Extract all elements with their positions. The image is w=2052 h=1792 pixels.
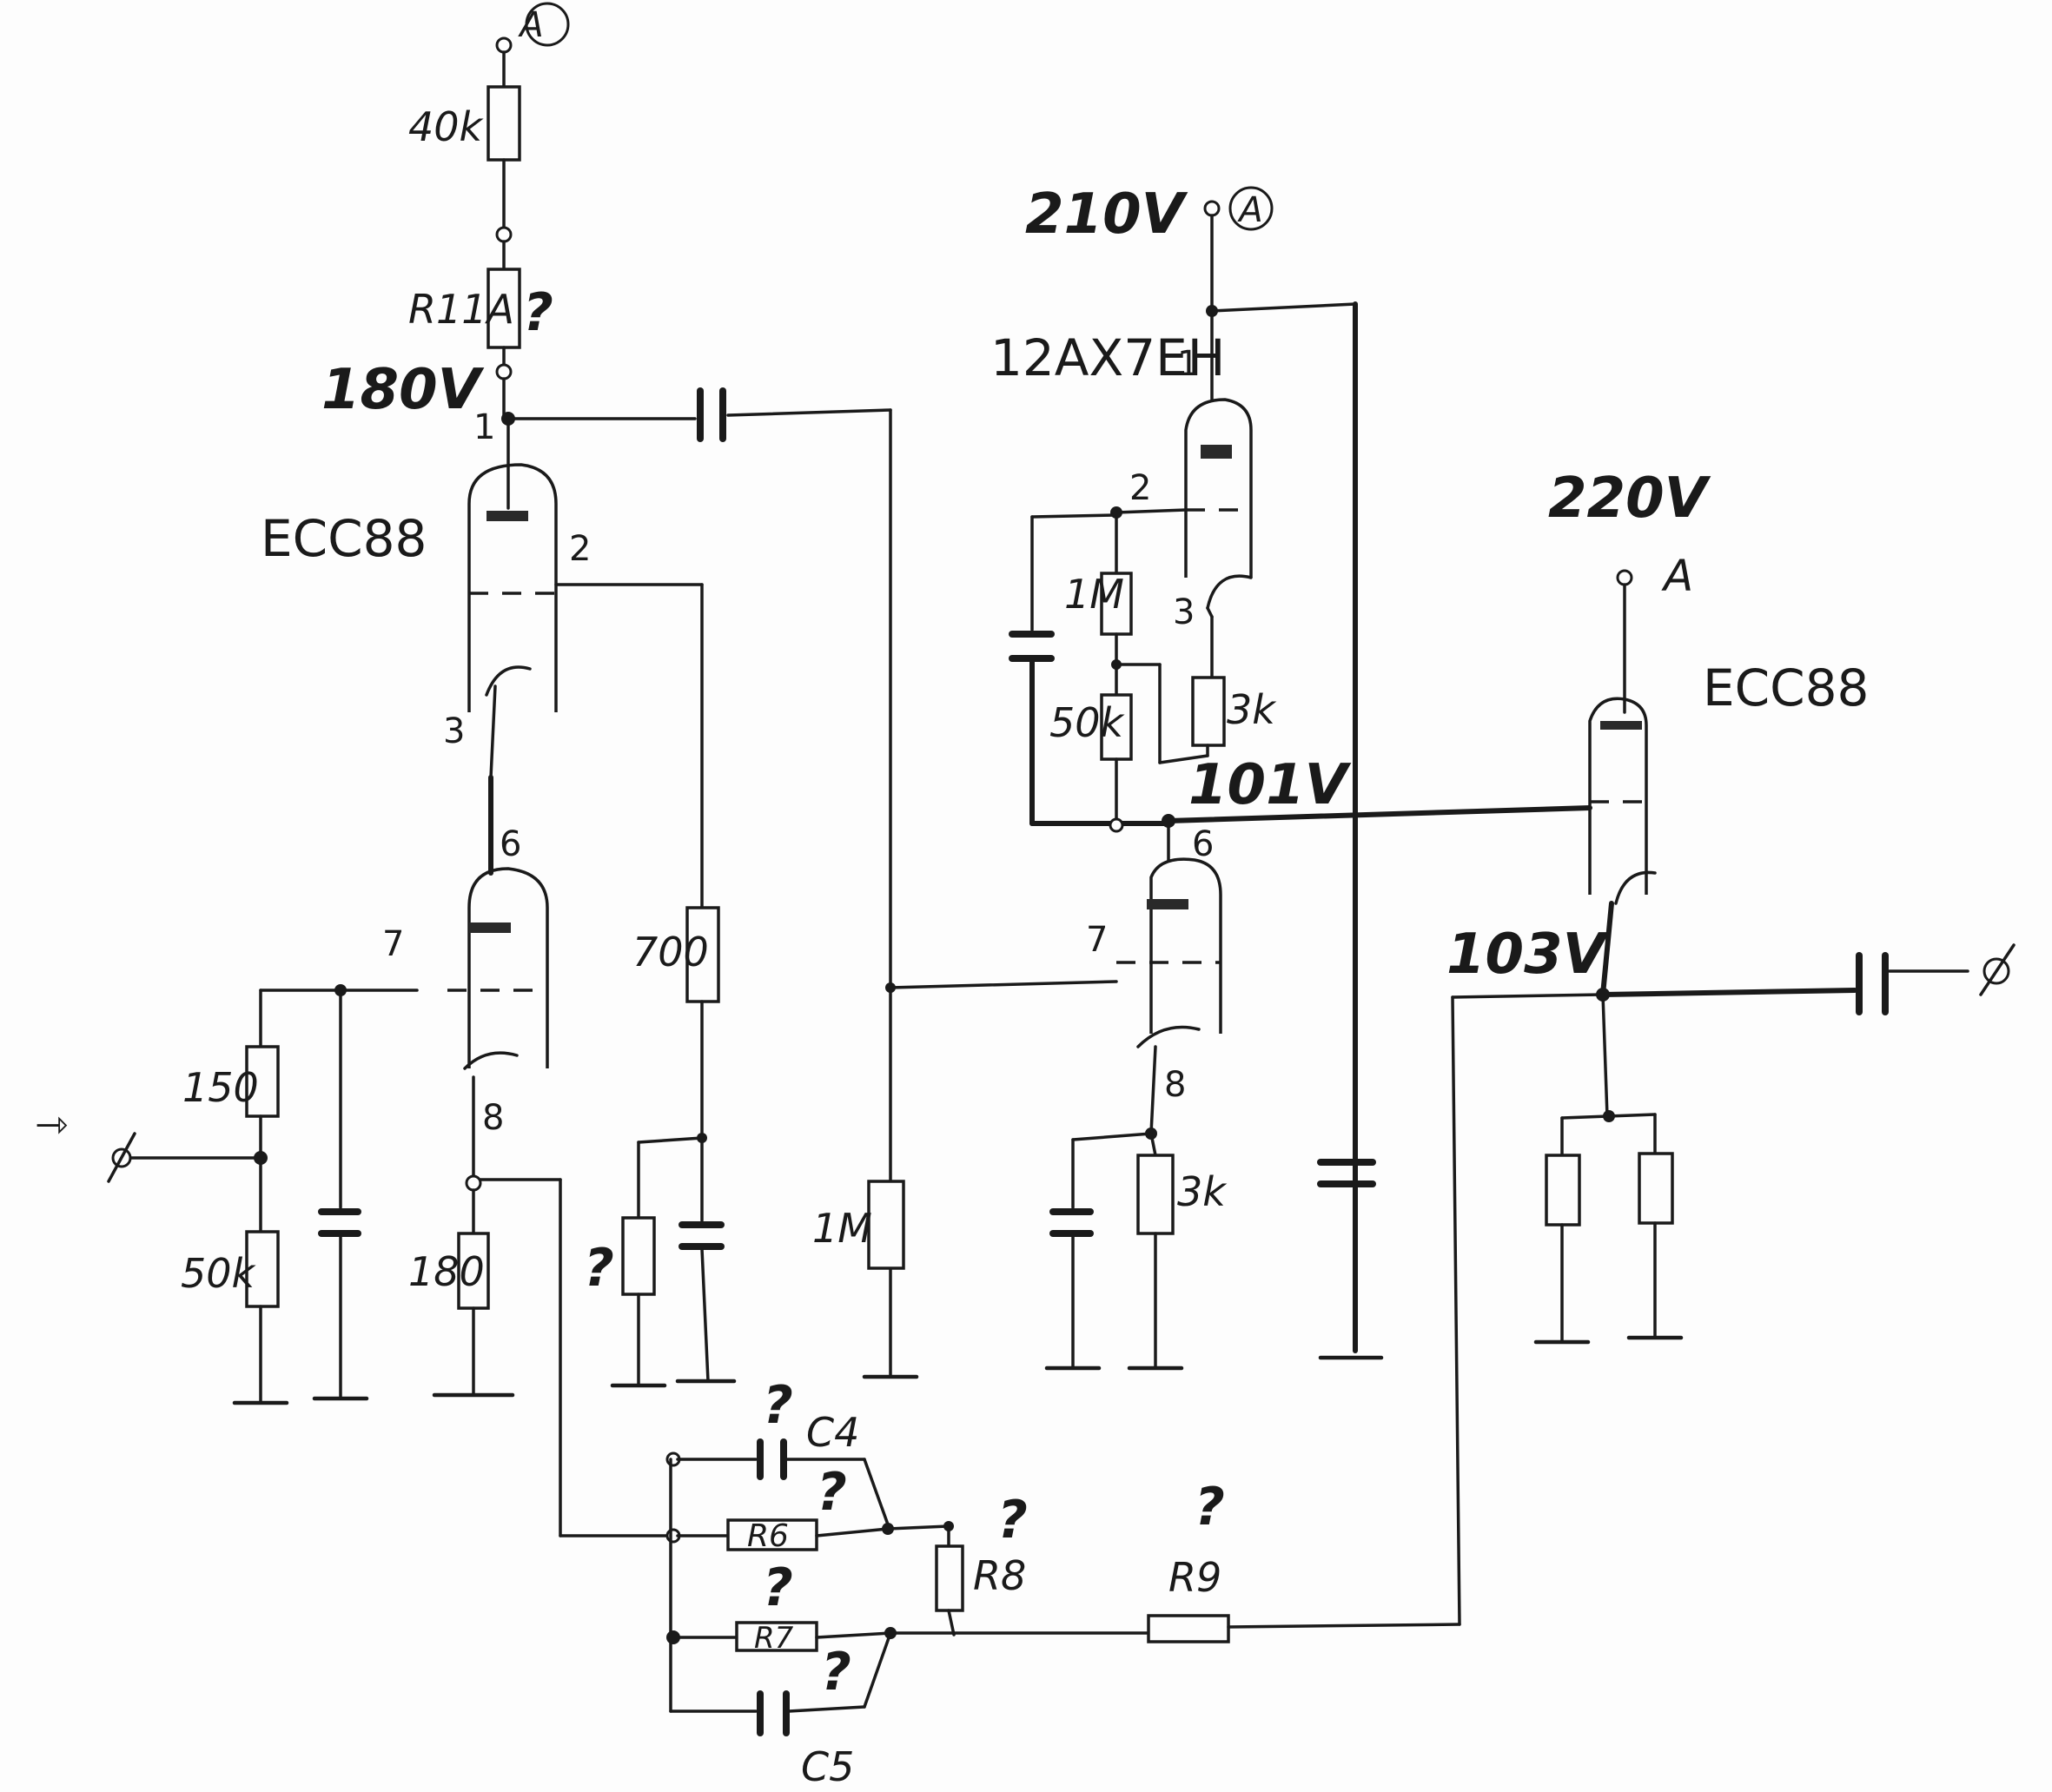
- resistor-r8: [935, 1544, 964, 1612]
- pin-6-v2: 6: [1192, 824, 1214, 864]
- plate-v1-lower: [469, 922, 511, 933]
- plate-v2-lower: [1147, 899, 1188, 909]
- pin-3-v2: 3: [1173, 592, 1195, 632]
- node-a-label-right: A: [1661, 551, 1693, 601]
- resistor-40k: [487, 85, 521, 162]
- label-1m: 1M: [812, 1205, 872, 1252]
- pin-2-v1: 2: [569, 529, 591, 569]
- tube-v1-lower: [447, 867, 549, 1179]
- label-40k: 40k: [408, 103, 485, 150]
- cathode-v3: [1614, 870, 1657, 905]
- bus-101v: [1162, 805, 1592, 862]
- resistor-unknown-left: [621, 1216, 656, 1296]
- pin-1-v2: 1: [1177, 344, 1199, 384]
- unknown-mark-left-resistor: ?: [584, 1238, 614, 1299]
- cathode-v1-upper: [485, 665, 532, 697]
- resistor-1m-middle: [1100, 572, 1133, 636]
- node-a-label-middle: A: [1236, 190, 1262, 230]
- tube-label-v1: ECC88: [261, 509, 427, 568]
- supply-terminal-a-right: [1616, 569, 1633, 586]
- cathode-v1-lower: [463, 1051, 519, 1070]
- resistor-180: [457, 1232, 490, 1310]
- unknown-mark-r9: ?: [1195, 1477, 1225, 1537]
- label-r7: R7: [754, 1621, 794, 1656]
- resistor-output-b: [1638, 1152, 1674, 1225]
- label-r9: R9: [1168, 1554, 1221, 1601]
- tube-v3: [1588, 569, 1657, 1002]
- unknown-mark-r7: ?: [763, 1557, 793, 1618]
- coupling-cap-v1: [506, 387, 919, 1379]
- pin-8-v1: 8: [482, 1098, 504, 1138]
- grid-leak-1m: [867, 980, 1118, 1270]
- label-r6: R6: [747, 1518, 789, 1554]
- resistor-output-a: [1545, 1154, 1581, 1227]
- resistor-1m: [867, 1180, 905, 1270]
- node-a-label-left: A: [517, 5, 543, 45]
- unknown-mark-r11a: ?: [523, 282, 553, 343]
- cathode-network-v1: [432, 1174, 562, 1537]
- pin-2-v2: 2: [1129, 468, 1151, 508]
- resistor-50k-middle: [1100, 693, 1133, 761]
- label-r11a: R11A: [408, 286, 514, 333]
- pin-7-v1: 7: [382, 924, 404, 964]
- label-103v: 103V: [1446, 922, 1610, 987]
- cathode-v2-lower: [1136, 1025, 1201, 1048]
- cathode-network-v2: [1044, 1132, 1184, 1371]
- label-150: 150: [182, 1064, 259, 1111]
- label-220v: 220V: [1548, 466, 1711, 531]
- supply-terminal-a-middle: [1203, 200, 1221, 217]
- label-50k-middle: 50k: [1049, 699, 1126, 746]
- label-3k-lower: 3k: [1177, 1168, 1228, 1215]
- pin-6-v1: 6: [500, 824, 521, 864]
- node-a-circle-left: [525, 2, 570, 47]
- plate-v2-upper: [1201, 445, 1232, 459]
- resistor-150: [245, 1045, 280, 1118]
- grid-network-v1-upper: [610, 906, 737, 1388]
- label-700: 700: [632, 929, 709, 975]
- unknown-mark-c4: ?: [763, 1375, 793, 1436]
- grid-bias-network-v1: ⇾: [35, 984, 419, 1405]
- plate-v3: [1600, 721, 1642, 730]
- tube-label-v2: 12AX7EH: [990, 328, 1225, 387]
- grid-network-v2: [1009, 506, 1226, 833]
- supply-line-middle: [1203, 186, 1384, 1360]
- resistor-50k: [245, 1230, 280, 1308]
- label-210v: 210V: [1025, 182, 1188, 247]
- label-1m-middle: 1M: [1064, 571, 1124, 618]
- input-arrow-icon: ⇾: [35, 1101, 69, 1147]
- tube-v1-upper: [467, 417, 704, 909]
- resistor-r9: [1147, 1614, 1230, 1643]
- label-101v: 101V: [1188, 753, 1352, 817]
- plate-v1-upper: [487, 511, 528, 521]
- label-180: 180: [408, 1248, 485, 1295]
- resistor-700: [685, 906, 720, 1003]
- label-c4: C4: [806, 1409, 859, 1456]
- unknown-mark-r6-right: ?: [817, 1462, 847, 1523]
- pin-8-v2: 8: [1164, 1065, 1186, 1105]
- tube-label-v3: ECC88: [1703, 658, 1869, 717]
- pin-1-v1: 1: [473, 407, 495, 447]
- cathode-v2-upper: [1206, 574, 1253, 610]
- labels: A 40k R11A ? 180V 1 ECC88 2 3 6 7 8 150 …: [181, 5, 1869, 1790]
- label-r8: R8: [973, 1552, 1026, 1599]
- resistor-3k-upper: [1191, 676, 1226, 747]
- label-50k: 50k: [181, 1250, 257, 1297]
- pin-3-v1: 3: [443, 711, 465, 751]
- resistor-3k-lower: [1136, 1154, 1175, 1235]
- pin-7-v2: 7: [1086, 920, 1108, 960]
- output-network-v3: [1451, 943, 2016, 1626]
- unknown-mark-r8: ?: [997, 1490, 1028, 1551]
- feedback-network: [559, 1438, 1461, 1736]
- label-180v: 180V: [321, 358, 485, 422]
- node-a-circle-middle: [1228, 186, 1274, 231]
- tube-v2-upper: [1184, 398, 1253, 679]
- supply-terminal-a-left: [495, 36, 513, 54]
- label-c5: C5: [801, 1743, 854, 1790]
- supply-line-left: [487, 2, 570, 426]
- unknown-mark-c5: ?: [821, 1642, 851, 1703]
- label-3k-upper: 3k: [1227, 686, 1277, 733]
